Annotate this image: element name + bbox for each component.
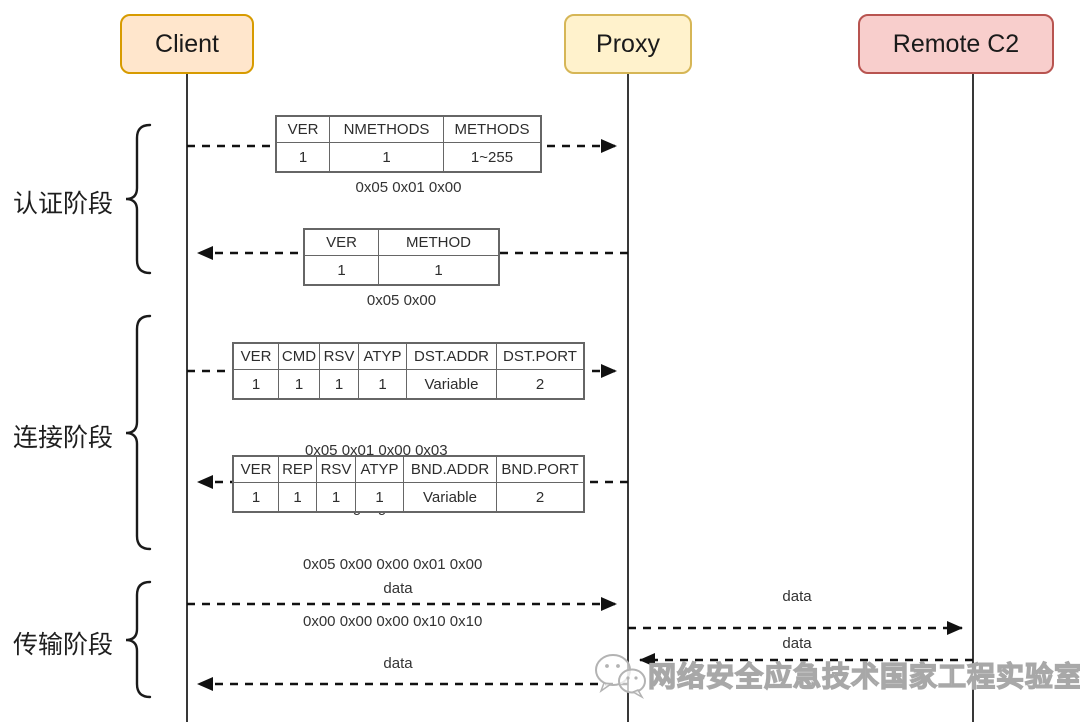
table-cell: 1 (434, 261, 443, 279)
connect-response-bytes-caption: 0x05 0x00 0x00 0x01 0x00 0x00 0x00 0x00 … (303, 517, 482, 669)
watermark: 网络安全应急技术国家工程实验室 (592, 646, 1080, 704)
table-cell: ATYP (359, 344, 407, 370)
actor-proxy-label: Proxy (596, 29, 660, 58)
connect-phase-brace (125, 314, 152, 551)
wechat-logo-icon (595, 654, 646, 699)
table-cell: DST.ADDR (407, 344, 497, 370)
table-cell: 1 (330, 143, 444, 171)
table-cell: CMD (279, 344, 320, 370)
auth-response-bytes-caption: 0x05 0x00 (366, 292, 437, 309)
table-cell: 1 (277, 143, 330, 171)
table-value-row: 1 1 (305, 256, 498, 284)
data-label-proxy-to-remote: data (782, 588, 812, 605)
auth-phase-brace (125, 123, 152, 275)
table-cell: 2 (535, 375, 545, 393)
table-cell: 1 (234, 483, 279, 511)
packet-table-auth-response: VER METHOD 1 1 (303, 228, 500, 286)
actor-remote-c2-label: Remote C2 (892, 29, 1020, 58)
table-cell: VER (277, 117, 330, 143)
caption-line-1: 0x05 0x01 0x00 0x03 (305, 442, 448, 459)
table-cell: Variable (404, 483, 497, 511)
actor-client-label: Client (155, 29, 219, 58)
actor-proxy: Proxy (564, 14, 692, 74)
table-cell: DST.PORT (497, 344, 583, 370)
packet-table-auth-request: VER NMETHODS METHODS 1 1 1~255 (275, 115, 542, 173)
table-value-row: 1 1 1~255 (277, 143, 540, 171)
table-cell: ATYP (356, 457, 404, 483)
transfer-phase-label: 传输阶段 (12, 631, 113, 659)
table-cell: METHOD (379, 230, 498, 256)
packet-table-connect-request: VER CMD RSV ATYP DST.ADDR DST.PORT 1 1 1… (232, 342, 585, 400)
table-cell: VER (234, 457, 279, 483)
connect-phase-label: 连接阶段 (12, 424, 113, 452)
auth-phase-label: 认证阶段 (12, 190, 113, 218)
table-cell: BND.PORT (497, 457, 583, 483)
data-label-proxy-to-client: data (383, 655, 413, 672)
table-header-row: VER CMD RSV ATYP DST.ADDR DST.PORT (234, 344, 583, 370)
table-cell: 1 (317, 483, 356, 511)
table-header-row: VER REP RSV ATYP BND.ADDR BND.PORT (234, 457, 583, 483)
table-cell: REP (279, 457, 317, 483)
table-cell: 1~255 (470, 148, 514, 166)
table-cell: 1 (279, 483, 317, 511)
data-label-remote-to-proxy: data (782, 635, 812, 652)
table-cell: BND.ADDR (404, 457, 497, 483)
table-cell: RSV (317, 457, 356, 483)
actor-client: Client (120, 14, 254, 74)
table-cell: 1 (279, 370, 320, 398)
table-cell: VER (305, 230, 379, 256)
transfer-phase-brace (125, 580, 152, 699)
table-cell: RSV (320, 344, 359, 370)
table-cell: 1 (359, 370, 407, 398)
table-cell: NMETHODS (330, 117, 444, 143)
actor-remote-c2: Remote C2 (858, 14, 1054, 74)
table-cell: VER (234, 344, 279, 370)
table-value-row: 1 1 1 1 Variable 2 (234, 483, 583, 511)
table-cell: 2 (535, 488, 545, 506)
watermark-text: 网络安全应急技术国家工程实验室 (647, 660, 1080, 692)
caption-line-1: 0x05 0x00 0x00 0x01 0x00 (303, 556, 483, 573)
table-cell: 1 (356, 483, 404, 511)
table-header-row: VER NMETHODS METHODS (277, 117, 540, 143)
table-cell: METHODS (444, 117, 540, 143)
table-cell: 1 (320, 370, 359, 398)
table-cell: 1 (234, 370, 279, 398)
table-header-row: VER METHOD (305, 230, 498, 256)
table-value-row: 1 1 1 1 Variable 2 (234, 370, 583, 398)
data-label-client-to-proxy: data (383, 580, 413, 597)
packet-table-connect-response: VER REP RSV ATYP BND.ADDR BND.PORT 1 1 1… (232, 455, 585, 513)
table-cell: Variable (407, 370, 497, 398)
table-cell: 1 (305, 256, 379, 284)
caption-line-2: 0x00 0x00 0x00 0x10 0x10 (303, 613, 483, 630)
auth-request-bytes-caption: 0x05 0x01 0x00 (355, 179, 462, 196)
